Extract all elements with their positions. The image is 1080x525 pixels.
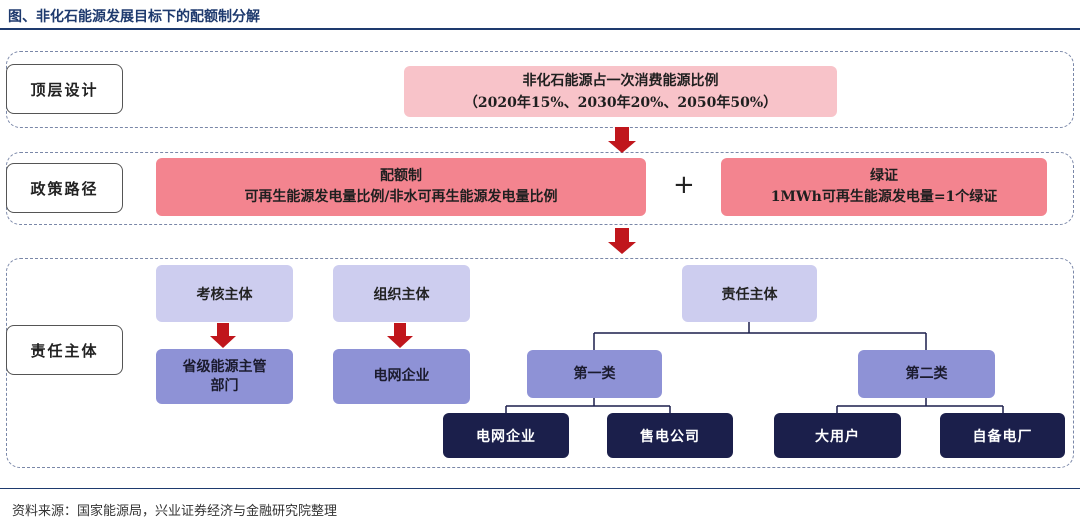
top-goal-box: 非化石能源占一次消费能源比例 （2020年15%、2030年20%、2050年5… [404, 66, 837, 117]
connector-cat2-to-leaves [836, 398, 1004, 413]
leaf-captive-power-plant: 自备电厂 [940, 413, 1065, 458]
green-cert-line1: 绿证 [870, 168, 898, 184]
provincial-energy-dept-box: 省级能源主管 部门 [156, 349, 293, 404]
quota-box: 配额制 可再生能源发电量比例/非水可再生能源发电量比例 [156, 158, 646, 216]
row-label-responsibility: 责任主体 [6, 325, 123, 375]
provincial-dept-line2: 部门 [210, 377, 239, 394]
green-cert-box: 绿证 1MWh可再生能源发电量=1个绿证 [721, 158, 1047, 216]
assessment-subject-box: 考核主体 [156, 265, 293, 322]
source-note: 资料来源：国家能源局，兴业证券经济与金融研究院整理 [12, 504, 338, 519]
title-rule [0, 28, 1080, 30]
green-cert-line2: 1MWh可再生能源发电量=1个绿证 [770, 189, 998, 205]
top-goal-line1: 非化石能源占一次消费能源比例 [522, 72, 719, 89]
arrow-top-to-policy [608, 127, 636, 153]
top-goal-line2: （2020年15%、2030年20%、2050年50%） [463, 94, 778, 111]
footer-rule [0, 488, 1080, 489]
plus-sign: + [673, 170, 695, 200]
quota-line2: 可再生能源发电量比例/非水可再生能源发电量比例 [244, 189, 558, 205]
organization-subject-box: 组织主体 [333, 265, 470, 322]
connector-cat1-to-leaves [505, 398, 671, 413]
arrow-policy-to-responsibility [608, 228, 636, 254]
figure-title: 图、非化石能源发展目标下的配额制分解 [8, 9, 260, 25]
organization-grid-company-box: 电网企业 [333, 349, 470, 404]
leaf-large-user: 大用户 [774, 413, 901, 458]
arrow-organization-to-grid [387, 323, 413, 348]
row-label-top-design: 顶层设计 [6, 64, 123, 114]
provincial-dept-line1: 省级能源主管 [182, 358, 267, 375]
category-2-box: 第二类 [858, 350, 995, 398]
leaf-power-retailer: 售电公司 [607, 413, 733, 458]
responsible-subject-box: 责任主体 [682, 265, 817, 322]
category-1-box: 第一类 [527, 350, 662, 398]
connector-subject-to-categories [593, 322, 927, 350]
arrow-assessment-to-dept [210, 323, 236, 348]
quota-line1: 配额制 [380, 168, 422, 184]
row-label-policy-path: 政策路径 [6, 163, 123, 213]
leaf-grid-company: 电网企业 [443, 413, 569, 458]
